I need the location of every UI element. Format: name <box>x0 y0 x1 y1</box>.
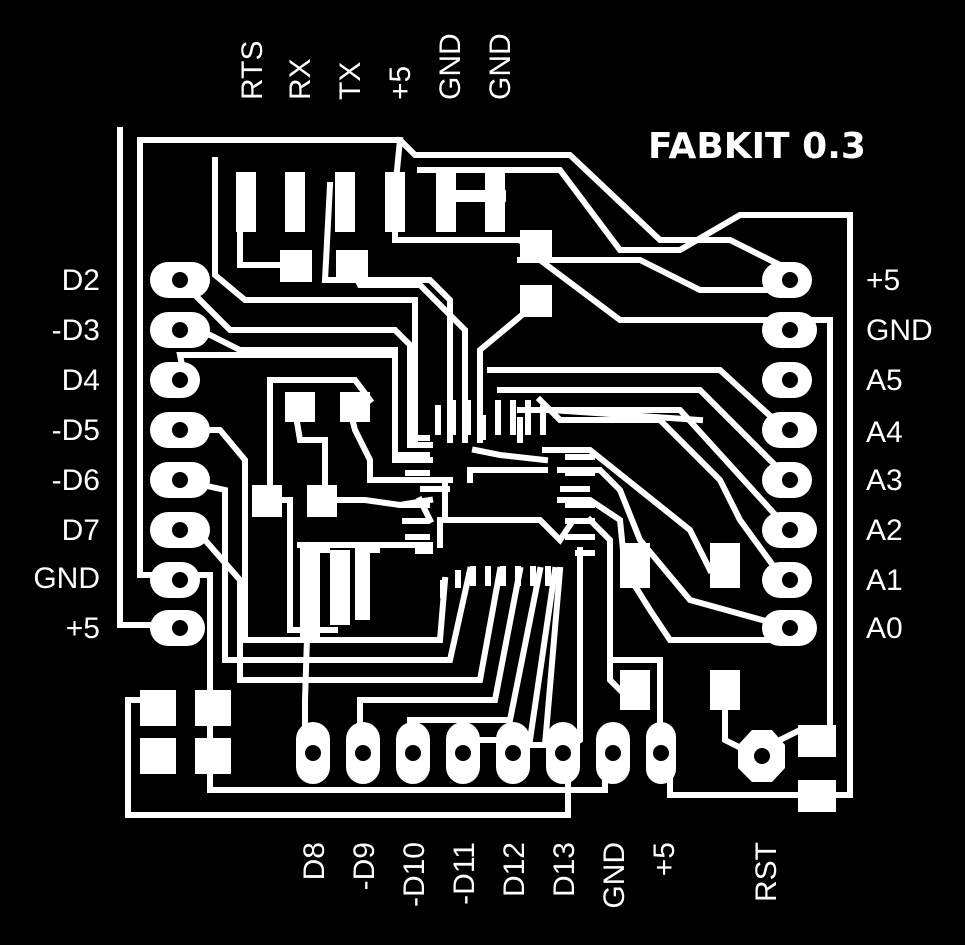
left-label-d2: D2 <box>62 264 100 297</box>
right-pin-labels: +5 GND A5 A4 A3 A2 A1 A0 <box>866 264 933 645</box>
bottom-label-d8: D8 <box>298 842 331 880</box>
left-label-d6: -D6 <box>52 464 100 497</box>
bottom-label-d9: -D9 <box>348 842 381 890</box>
bottom-label-d13: D13 <box>548 842 581 897</box>
header-label-gnd1: GND <box>434 33 467 100</box>
header-label-5v: +5 <box>384 66 417 100</box>
reset-label: RST <box>750 842 783 902</box>
header-label-rx: RX <box>284 58 317 100</box>
bottom-label-5v: +5 <box>648 842 681 876</box>
ftdi-header-pads <box>236 172 506 232</box>
bottom-label-d11: -D11 <box>448 842 481 905</box>
microcontroller-pads <box>398 400 595 598</box>
board-title: FABKIT 0.3 <box>648 126 866 167</box>
right-label-a3: A3 <box>866 464 903 497</box>
right-label-a2: A2 <box>866 514 903 547</box>
left-pin-labels: D2 -D3 D4 -D5 -D6 D7 GND +5 <box>33 264 100 645</box>
bottom-label-d12: D12 <box>498 842 531 897</box>
right-label-5v: +5 <box>866 264 900 297</box>
right-label-gnd: GND <box>866 314 933 347</box>
header-pin-labels: RTS RX TX +5 GND GND <box>236 33 517 100</box>
bottom-label-gnd: GND <box>598 842 631 909</box>
right-header-holes <box>762 262 817 646</box>
right-label-a1: A1 <box>866 564 903 597</box>
left-label-d4: D4 <box>62 364 100 397</box>
bottom-label-d10: -D10 <box>398 842 431 907</box>
component-pads <box>140 230 836 812</box>
reset-button-pad <box>738 730 785 782</box>
left-label-d5: -D5 <box>52 414 100 447</box>
header-label-gnd2: GND <box>484 33 517 100</box>
left-label-d7: D7 <box>62 514 100 547</box>
left-label-5v: +5 <box>66 612 100 645</box>
right-label-a0: A0 <box>866 612 903 645</box>
header-label-rts: RTS <box>236 41 269 100</box>
left-label-d3: -D3 <box>52 314 100 347</box>
header-label-tx: TX <box>334 62 367 100</box>
right-label-a5: A5 <box>866 364 903 397</box>
right-label-a4: A4 <box>866 416 903 449</box>
left-header-holes <box>150 262 210 646</box>
bottom-pin-labels: D8 -D9 -D10 -D11 D12 D13 GND +5 RST <box>298 842 783 909</box>
left-label-gnd: GND <box>33 562 100 595</box>
bottom-header-holes <box>296 722 676 784</box>
